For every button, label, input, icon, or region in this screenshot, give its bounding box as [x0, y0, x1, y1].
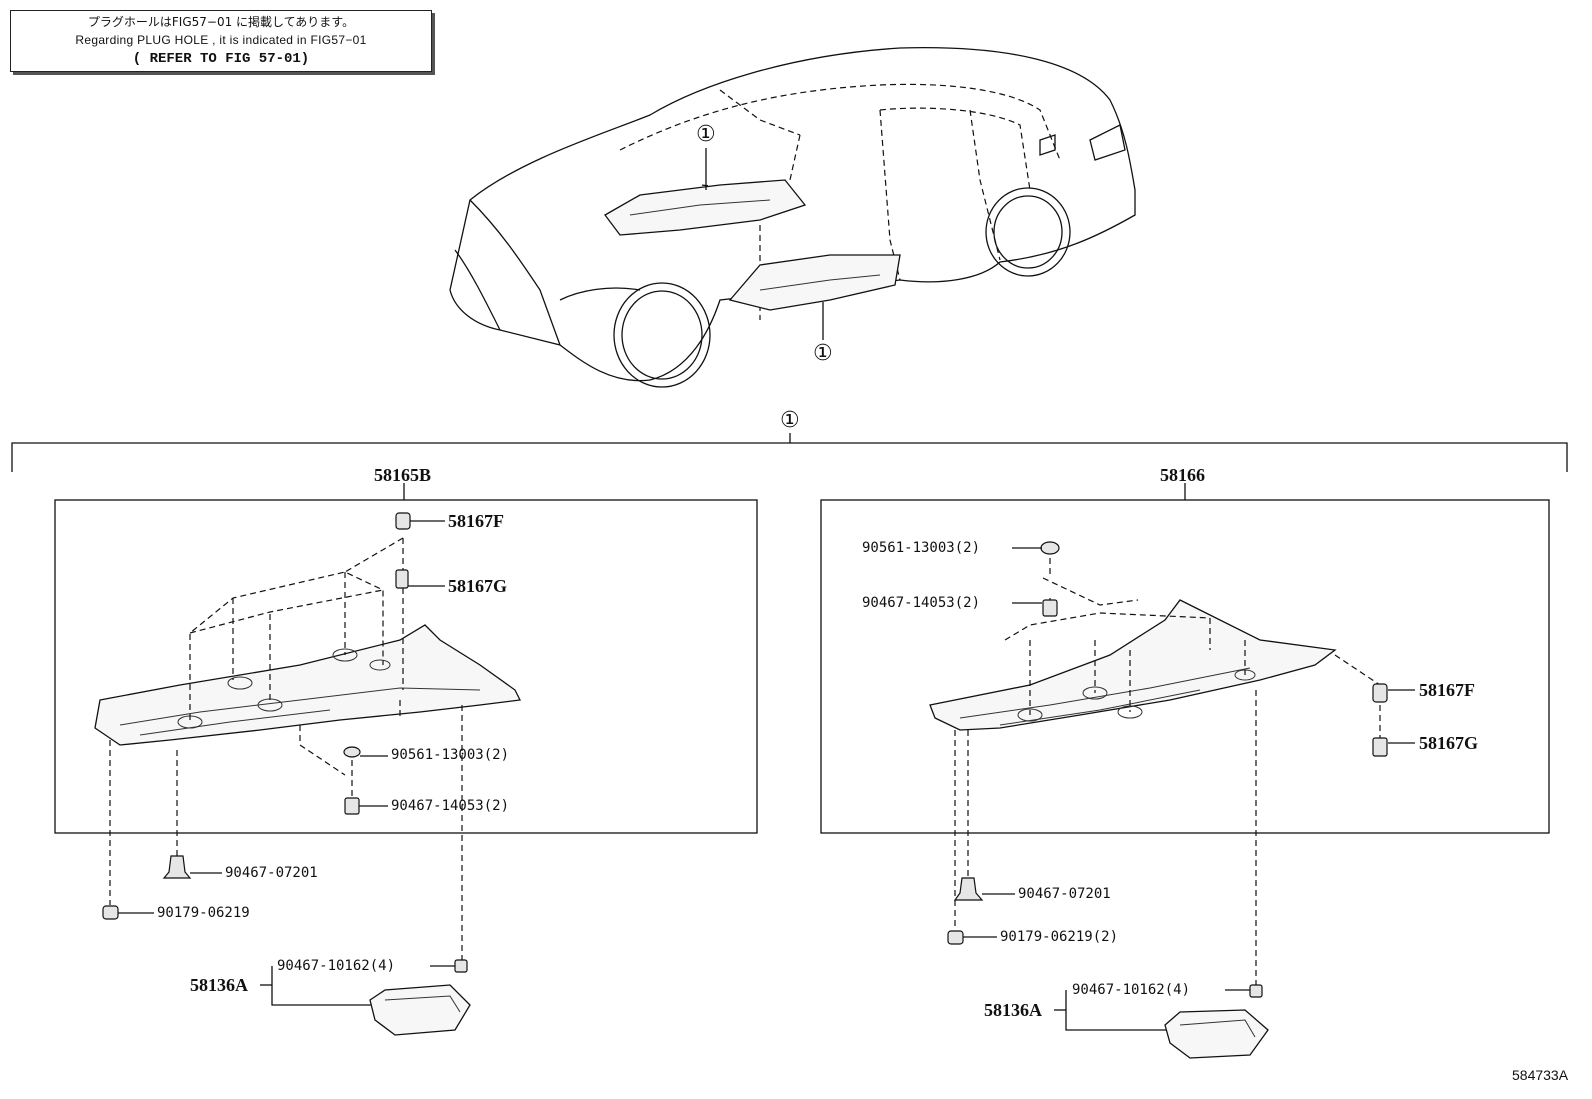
assembly-left-number[interactable]: 58165B [374, 465, 432, 485]
reference-note-box: プラグホールはFIG57−01 に掲載してあります。 Regarding PLU… [10, 10, 432, 72]
illustration-reference-code: 584733A [1512, 1067, 1569, 1083]
left-part-90467-07201[interactable]: 90467-07201 [225, 865, 318, 881]
left-part-58167G[interactable]: 58167G [448, 576, 508, 596]
left-part-90179-06219[interactable]: 90179-06219 [157, 905, 250, 921]
callout-1-upper: ① [696, 122, 716, 147]
right-part-58167G[interactable]: 58167G [1419, 733, 1479, 753]
right-part-90561-13003[interactable]: 90561-13003(2) [862, 540, 981, 556]
right-part-58136A[interactable]: 58136A [984, 1000, 1042, 1020]
left-assembly-panel [54, 483, 758, 1036]
callout-1-section: ① [780, 408, 800, 433]
note-japanese: プラグホールはFIG57−01 に掲載してあります。 [87, 15, 355, 29]
right-part-90467-14053[interactable]: 90467-14053(2) [862, 595, 981, 611]
left-part-90467-10162[interactable]: 90467-10162(4) [277, 958, 396, 974]
left-part-58136A[interactable]: 58136A [190, 975, 248, 995]
right-assembly-panel [820, 483, 1550, 1059]
section-bracket [11, 433, 1568, 472]
right-part-90179-06219[interactable]: 90179-06219(2) [1000, 929, 1119, 945]
right-part-90467-07201[interactable]: 90467-07201 [1018, 886, 1111, 902]
left-part-90561-13003[interactable]: 90561-13003(2) [391, 747, 510, 763]
note-refer-link[interactable]: ( REFER TO FIG 57-01) [132, 51, 310, 67]
left-part-58167F[interactable]: 58167F [448, 511, 504, 531]
assembly-right-number[interactable]: 58166 [1160, 465, 1205, 485]
left-part-90467-14053[interactable]: 90467-14053(2) [391, 798, 510, 814]
right-part-90467-10162[interactable]: 90467-10162(4) [1072, 982, 1191, 998]
note-english: Regarding PLUG HOLE , it is indicated in… [75, 33, 367, 47]
right-part-58167F[interactable]: 58167F [1419, 680, 1475, 700]
car-illustration [449, 47, 1136, 388]
callout-1-lower: ① [813, 341, 833, 366]
